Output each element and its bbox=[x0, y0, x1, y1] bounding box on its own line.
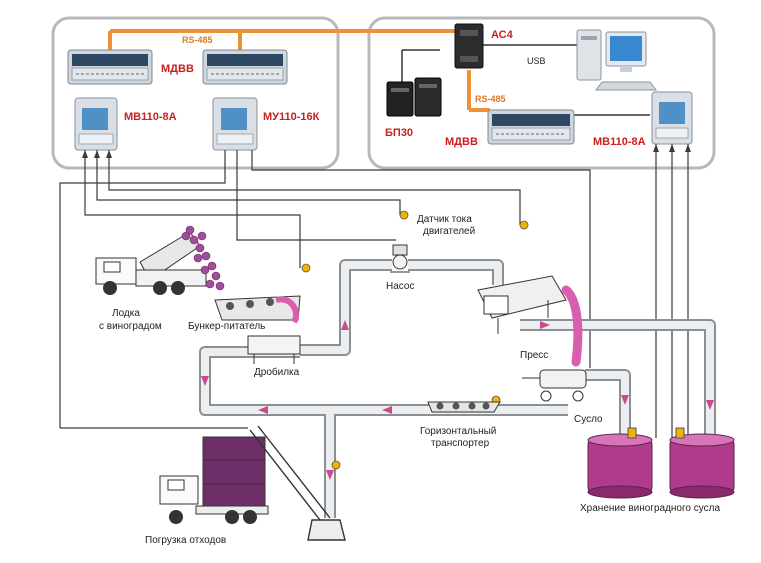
grape-pile bbox=[181, 225, 225, 291]
press bbox=[477, 275, 567, 334]
current-sensor-label-2: двигателей bbox=[423, 226, 475, 237]
pump-label: Насос bbox=[386, 281, 414, 292]
usb-label: USB bbox=[527, 56, 546, 66]
conveyor-label-1: Горизонтальный bbox=[420, 426, 496, 437]
grape-truck bbox=[95, 231, 207, 295]
crusher-label: Дробилка bbox=[254, 366, 300, 378]
signal-lines bbox=[59, 144, 689, 438]
mu110-module bbox=[212, 97, 258, 151]
hopper-label: Бункер-питатель bbox=[188, 321, 265, 332]
pc-workstation bbox=[576, 29, 657, 91]
horizontal-conveyor bbox=[427, 401, 501, 413]
rs485-bus-lines bbox=[108, 29, 490, 112]
mdvv-label-left: МДВВ bbox=[161, 63, 194, 75]
crusher bbox=[247, 335, 301, 364]
pump bbox=[390, 244, 410, 273]
ac4-label: АС4 bbox=[491, 29, 514, 41]
hopper-feeder bbox=[214, 295, 301, 324]
waste-elevator bbox=[249, 425, 346, 541]
mdvv-module-right bbox=[487, 109, 575, 145]
flow-arrows bbox=[201, 320, 714, 480]
bp30-label: БП30 bbox=[385, 127, 413, 139]
must-label: Сусло bbox=[574, 414, 603, 425]
current-sensor-label-1: Датчик тока bbox=[417, 214, 472, 225]
mv110-module-left bbox=[74, 97, 118, 151]
press-label: Пресс bbox=[520, 350, 548, 361]
mv110-label-right: МВ110-8А bbox=[593, 136, 646, 148]
press-must-stream bbox=[561, 285, 583, 367]
mv110-label-left: МВ110-8А bbox=[124, 111, 177, 123]
must-storage-label: Хранение виноградного сусла bbox=[580, 503, 720, 514]
waste-loading-label: Погрузка отходов bbox=[145, 535, 226, 546]
truck-grapes-label-1: Лодка bbox=[112, 308, 140, 319]
truck-grapes-label-2: с виноградом bbox=[99, 321, 162, 332]
waste-truck bbox=[159, 436, 269, 524]
mdvv-label-right: МДВВ bbox=[445, 136, 478, 148]
mu110-label: МУ110-16К bbox=[263, 111, 320, 123]
rs485-label-right: RS-485 bbox=[475, 94, 506, 104]
conveyor-label-2: транспортер bbox=[431, 438, 490, 449]
rs485-label-left: RS-485 bbox=[182, 35, 213, 45]
mdvv-module-center bbox=[202, 49, 288, 85]
mv110-module-right bbox=[651, 91, 693, 145]
must-storage-tanks bbox=[587, 427, 735, 499]
bp30-power-supply bbox=[386, 77, 442, 117]
signal-arrowheads bbox=[82, 144, 691, 158]
ac4-converter bbox=[454, 23, 484, 69]
must-pump-cart bbox=[522, 369, 587, 402]
mdvv-module-left bbox=[67, 49, 153, 85]
